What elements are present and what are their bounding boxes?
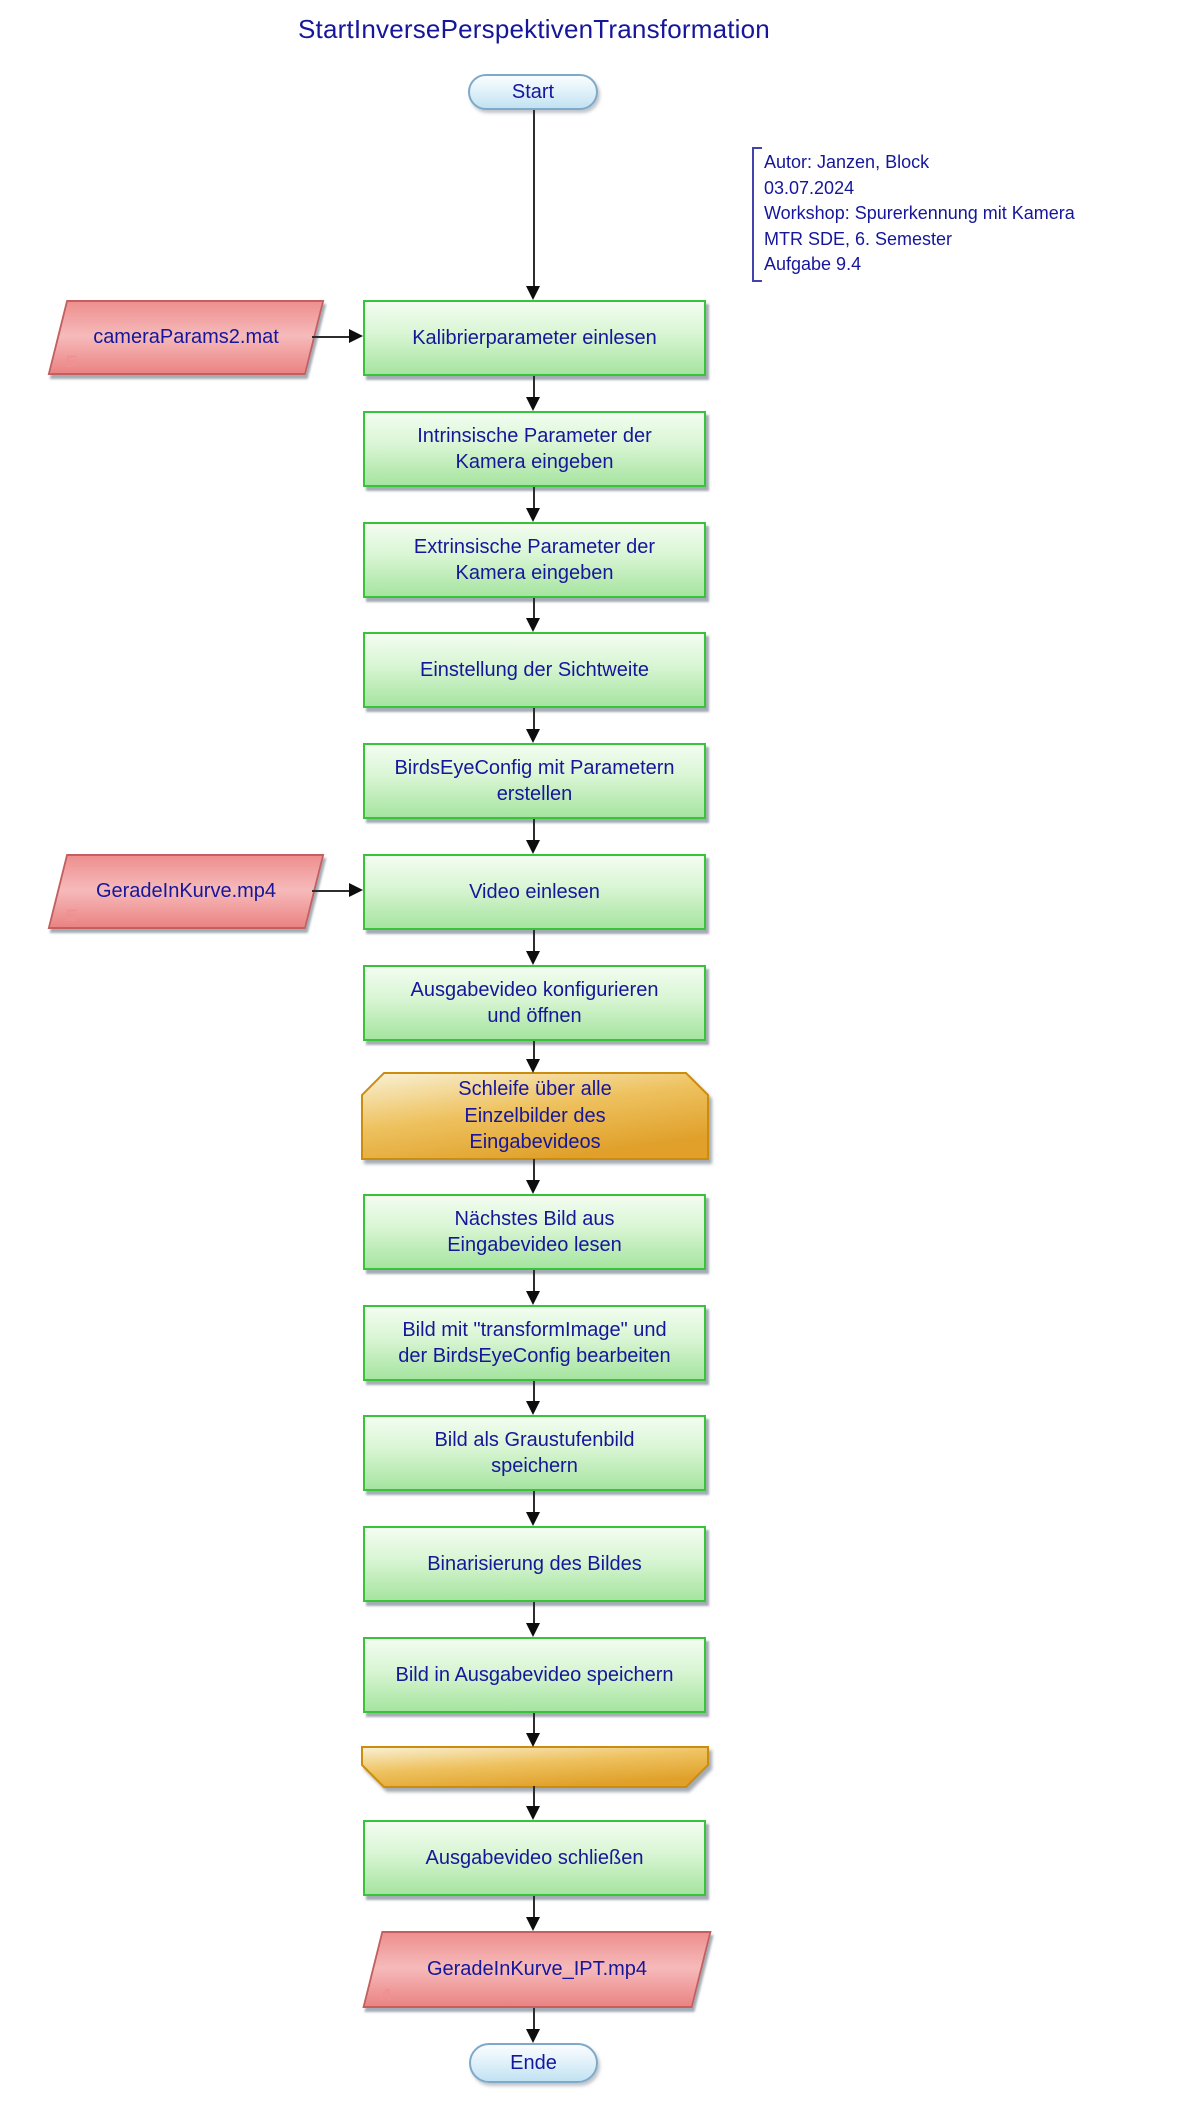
annotation-line: Workshop: Spurerkennung mit Kamera	[764, 203, 1075, 223]
flow-arrow	[533, 598, 535, 620]
io-input-label: GeradeInKurve.mp4	[95, 880, 277, 902]
annotation-line: Autor: Janzen, Block	[764, 152, 930, 172]
arrowhead-down-icon	[526, 1512, 540, 1526]
terminal-start: Start	[468, 74, 598, 110]
flow-arrow	[533, 1786, 535, 1808]
diagram-title: StartInversePerspektivenTransformation	[298, 14, 770, 44]
io-output-geradeinkurve-ipt: GeradeInKurve_IPT.mp4 A	[362, 1931, 712, 2008]
process-intrinsische-parameter: Intrinsische Parameter der Kamera eingeb…	[363, 411, 706, 487]
arrowhead-down-icon	[526, 397, 540, 411]
flow-arrow	[533, 376, 535, 399]
loop-start: Schleife über alle Einzelbilder des Eing…	[361, 1072, 709, 1160]
arrowhead-right-icon	[349, 329, 363, 343]
arrowhead-down-icon	[526, 618, 540, 632]
terminal-ende: Ende	[469, 2043, 598, 2083]
terminal-ende-label: Ende	[510, 2051, 557, 2074]
arrowhead-down-icon	[526, 729, 540, 743]
io-output-label: GeradeInKurve_IPT.mp4	[426, 1958, 648, 1980]
flow-arrow	[533, 1491, 535, 1514]
process-graustufenbild-speichern: Bild als Graustufenbild speichern	[363, 1415, 706, 1491]
arrowhead-down-icon	[526, 2029, 540, 2043]
process-bild-in-ausgabevideo: Bild in Ausgabevideo speichern	[363, 1637, 706, 1713]
process-kalibrierparameter-einlesen: Kalibrierparameter einlesen	[363, 300, 706, 376]
flow-arrow	[533, 930, 535, 953]
arrowhead-down-icon	[526, 1291, 540, 1305]
flow-arrow	[533, 1381, 535, 1403]
process-bild-transformieren: Bild mit "transformImage" und der BirdsE…	[363, 1305, 706, 1381]
process-einstellung-sichtweite: Einstellung der Sichtweite	[363, 632, 706, 708]
arrowhead-down-icon	[526, 508, 540, 522]
io-input-label: cameraParams2.mat	[93, 326, 279, 348]
arrowhead-down-icon	[526, 1623, 540, 1637]
flow-arrow	[533, 110, 535, 288]
process-extrinsische-parameter: Extrinsische Parameter der Kamera eingeb…	[363, 522, 706, 598]
process-birdseyeconfig-erstellen: BirdsEyeConfig mit Parametern erstellen	[363, 743, 706, 819]
arrowhead-down-icon	[526, 1917, 540, 1931]
arrowhead-down-icon	[526, 286, 540, 300]
arrowhead-down-icon	[526, 1806, 540, 1820]
io-flag: A	[380, 1985, 393, 2004]
process-binarisierung: Binarisierung des Bildes	[363, 1526, 706, 1602]
arrowhead-down-icon	[526, 1180, 540, 1194]
process-naechstes-bild-lesen: Nächstes Bild aus Eingabevideo lesen	[363, 1194, 706, 1270]
flow-arrow	[312, 336, 351, 338]
arrowhead-down-icon	[526, 1733, 540, 1747]
io-input-cameraparams: cameraParams2.mat E	[47, 300, 325, 375]
flow-arrow	[533, 1713, 535, 1735]
annotation-line: Aufgabe 9.4	[764, 254, 862, 274]
flow-arrow	[533, 487, 535, 510]
annotation-line: MTR SDE, 6. Semester	[764, 228, 953, 249]
flow-arrow	[533, 1159, 535, 1182]
flow-arrow	[533, 1041, 535, 1061]
terminal-start-label: Start	[511, 80, 555, 103]
loop-start-label: Schleife über alle Einzelbilder des Eing…	[458, 1078, 612, 1154]
flow-arrow	[533, 708, 535, 731]
process-video-einlesen: Video einlesen	[363, 854, 706, 930]
process-ausgabevideo-schliessen: Ausgabevideo schließen	[363, 1820, 706, 1896]
flow-arrow	[533, 1896, 535, 1919]
io-input-geradeinkurve: GeradeInKurve.mp4 E	[47, 854, 325, 929]
io-flag: E	[65, 906, 77, 925]
flow-arrow	[312, 890, 351, 892]
flow-arrow	[533, 1270, 535, 1293]
loop-end	[361, 1746, 709, 1788]
arrowhead-down-icon	[526, 1059, 540, 1073]
flow-arrow	[533, 819, 535, 842]
flow-arrow	[533, 2008, 535, 2031]
arrowhead-down-icon	[526, 1401, 540, 1415]
io-flag: E	[65, 352, 77, 371]
arrowhead-down-icon	[526, 951, 540, 965]
arrowhead-right-icon	[349, 883, 363, 897]
annotation-note: Autor: Janzen, Block 03.07.2024 Workshop…	[752, 147, 1075, 282]
annotation-line: 03.07.2024	[764, 177, 855, 198]
arrowhead-down-icon	[526, 840, 540, 854]
process-ausgabevideo-konfigurieren: Ausgabevideo konfigurieren und öffnen	[363, 965, 706, 1041]
flow-arrow	[533, 1602, 535, 1625]
